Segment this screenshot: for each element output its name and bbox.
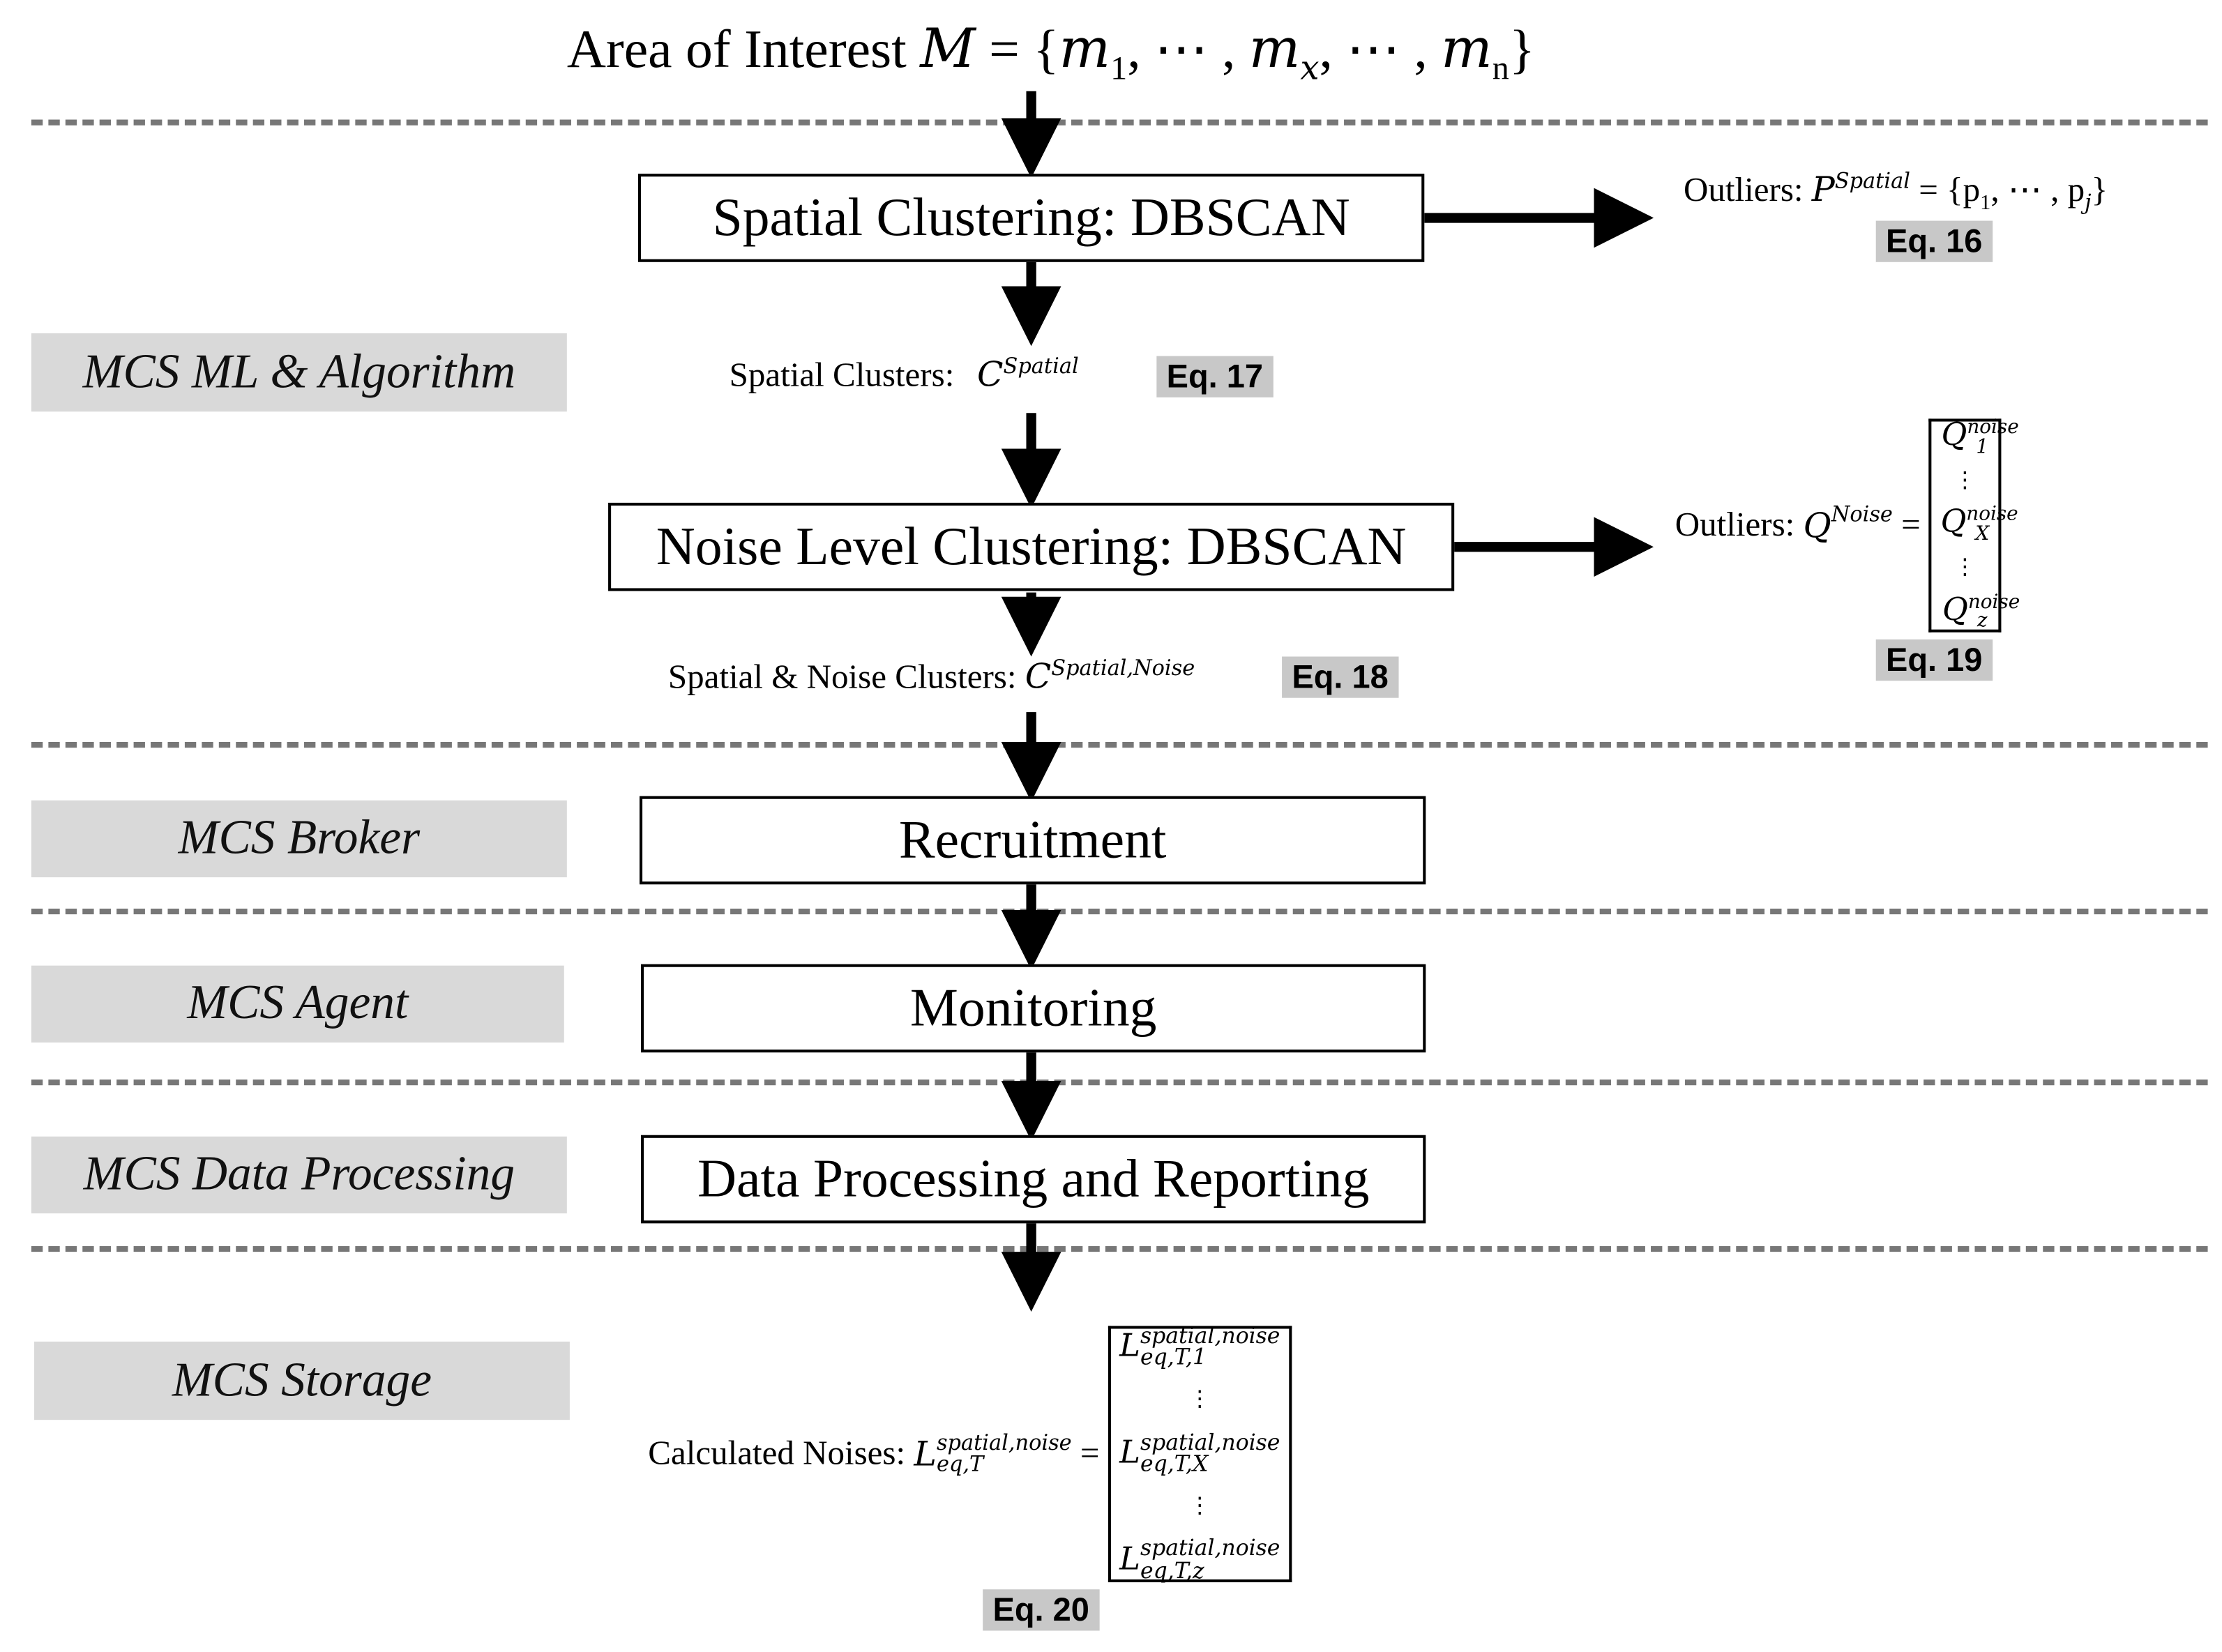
outliers-p-expression: Outliers: PSpatial = {p1, ⋯ , pj}: [1684, 168, 2108, 216]
spatial-clusters-label: Spatial Clusters:: [729, 357, 955, 395]
l-row-vdots-2: ⋮: [1188, 1494, 1211, 1518]
title-mn: m: [1441, 17, 1492, 80]
outliers-p-sup: Spatial: [1834, 167, 1910, 194]
title-prefix: Area of Interest: [566, 20, 907, 80]
spatial-noise-clusters-expression: Spatial & Noise Clusters: CSpatial,Noise: [668, 655, 1195, 697]
title-sep2: , ⋯ ,: [1319, 20, 1428, 80]
calculated-noises-sub: eq,T: [936, 1451, 984, 1477]
eq20-tag: Eq. 20: [983, 1589, 1100, 1631]
title-var: M: [920, 17, 976, 80]
spatial-noise-clusters-sup: Spatial,Noise: [1051, 655, 1195, 681]
outliers-p-label: Outliers:: [1683, 172, 1804, 210]
outliers-p-mid: , ⋯ , p: [1990, 172, 2085, 210]
q-row-vdots-2: ⋮: [1953, 555, 1977, 580]
monitoring-box: Monitoring: [641, 964, 1426, 1053]
title-set-close: }: [1509, 20, 1536, 80]
lane-broker: MCS Broker: [31, 800, 567, 878]
l-row-vdots-1: ⋮: [1188, 1387, 1211, 1412]
title-sep1: , ⋯ ,: [1127, 20, 1236, 80]
outliers-q-label: Outliers:: [1675, 506, 1795, 544]
outliers-p-sub2: j: [2085, 189, 2092, 215]
title-mx-sub: x: [1300, 47, 1320, 88]
title-mx: m: [1248, 17, 1301, 80]
eq17-tag: Eq. 17: [1156, 356, 1274, 397]
outliers-q-var: Q: [1803, 506, 1831, 546]
q-row-x: QnoiseX: [1940, 503, 2018, 546]
spatial-clusters-sup: Spatial: [1003, 353, 1079, 379]
spatial-noise-clusters-var: C: [1025, 656, 1052, 697]
spatial-clusters-expression: Spatial Clusters: CSpatial: [730, 353, 1079, 395]
divider-2: [31, 742, 2208, 748]
outliers-p-rhs: = {p: [1919, 172, 1981, 210]
data-processing-box: Data Processing and Reporting: [641, 1135, 1426, 1224]
title-m1: m: [1059, 17, 1111, 80]
outliers-p-end: }: [2091, 172, 2108, 210]
outliers-q-sup: Noise: [1831, 501, 1893, 527]
eq19-tag: Eq. 19: [1875, 639, 1993, 681]
divider-5: [31, 1246, 2208, 1252]
calculated-noises-var: L spatial,noise eq,T: [914, 1430, 1072, 1477]
calculated-noises-sup: spatial,noise: [936, 1430, 1072, 1456]
title-mn-sub: n: [1492, 50, 1509, 88]
calculated-noises-eq-sign: =: [1080, 1434, 1100, 1472]
outliers-q-eq-sign: =: [1901, 506, 1921, 544]
noise-clustering-box: Noise Level Clustering: DBSCAN: [608, 502, 1455, 591]
spatial-clustering-box: Spatial Clustering: DBSCAN: [637, 174, 1425, 262]
title-m1-sub: 1: [1110, 50, 1128, 88]
lane-data-processing: MCS Data Processing: [31, 1136, 567, 1214]
lane-storage: MCS Storage: [34, 1341, 570, 1420]
eq16-tag: Eq. 16: [1875, 220, 1993, 262]
calculated-noises-label: Calculated Noises:: [648, 1434, 906, 1472]
outliers-q-matrix: Qnoise1 ⋮ QnoiseX ⋮ Qnoisez: [1929, 416, 2020, 633]
divider-1: [31, 119, 2208, 126]
recruitment-box: Recruitment: [639, 796, 1426, 885]
area-of-interest-title: Area of Interest M = {m1, ⋯ , mx, ⋯ , mn…: [567, 17, 1535, 89]
lane-agent: MCS Agent: [31, 965, 564, 1043]
spatial-clusters-var: C: [977, 354, 1004, 395]
spatial-noise-clusters-label: Spatial & Noise Clusters:: [667, 659, 1017, 697]
q-row-vdots-1: ⋮: [1953, 468, 1977, 493]
title-set-open: = {: [989, 20, 1059, 80]
divider-3: [31, 908, 2208, 915]
outliers-p-sub1: 1: [1980, 192, 1991, 215]
divider-4: [31, 1079, 2208, 1086]
outliers-p-var: P: [1811, 169, 1835, 210]
lane-ml-algorithm: MCS ML & Algorithm: [31, 333, 567, 412]
eq18-tag: Eq. 18: [1282, 656, 1399, 698]
calculated-noises-expression: Calculated Noises: L spatial,noise eq,T …: [648, 1324, 1292, 1584]
q-row-z: Qnoisez: [1942, 590, 2020, 633]
q-row-1: Qnoise1: [1941, 416, 2019, 459]
